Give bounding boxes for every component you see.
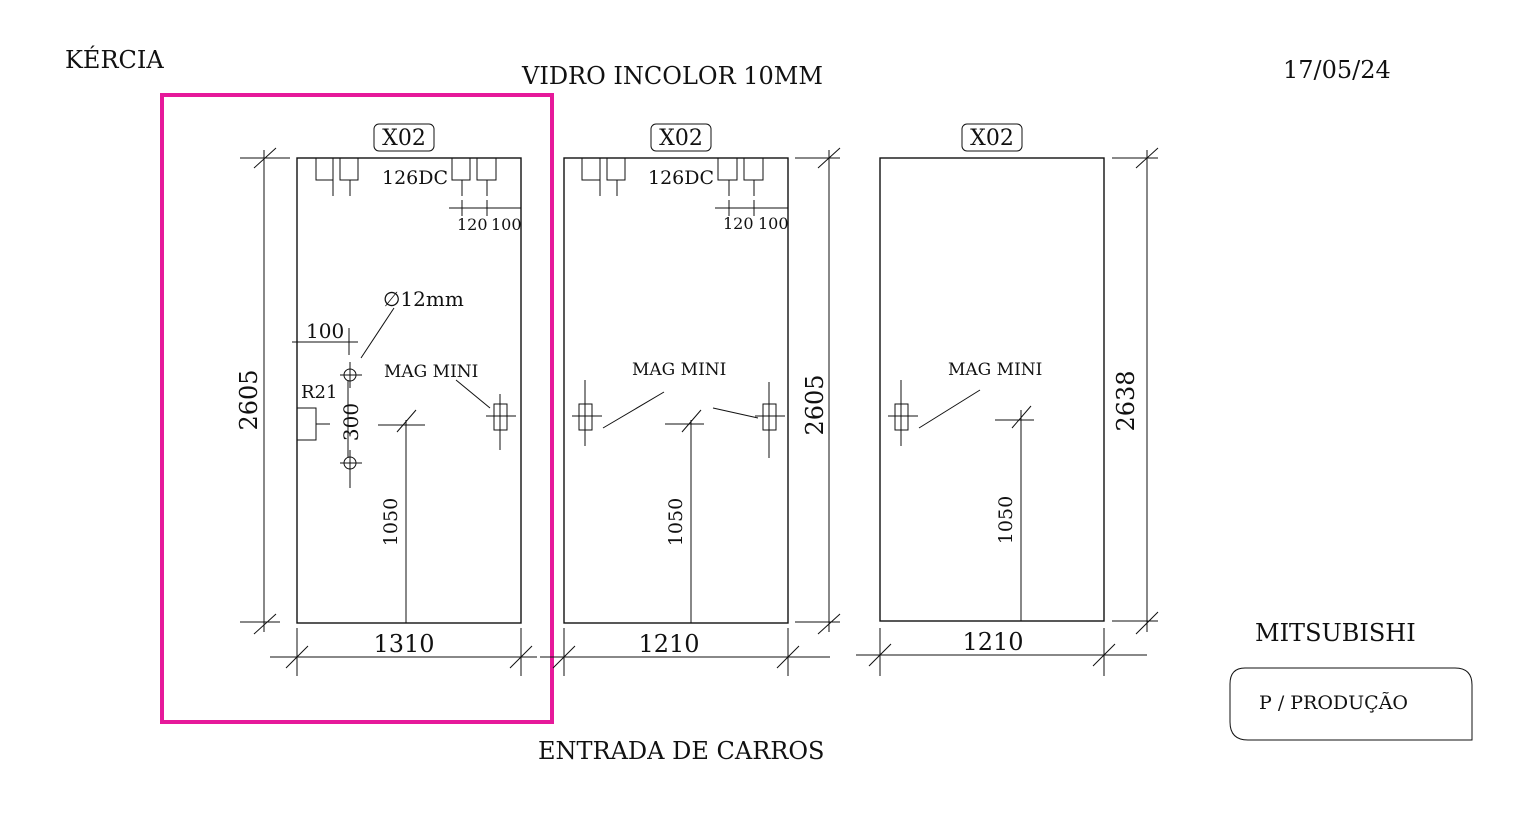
handle-height: 1050 bbox=[665, 498, 687, 546]
hole-bottom-icon bbox=[340, 450, 362, 488]
width-dimension-line bbox=[270, 628, 537, 676]
top-fitting-right bbox=[451, 158, 497, 196]
magnet-icon bbox=[486, 394, 516, 450]
brand-label: MITSUBISHI bbox=[1255, 619, 1416, 647]
handle-height-line bbox=[995, 405, 1034, 621]
mag-mini-label: MAG MINI bbox=[948, 360, 1042, 380]
panel-height: 2605 bbox=[235, 369, 263, 430]
offset-dimension: 100 bbox=[306, 319, 344, 343]
panel-code: X02 bbox=[659, 126, 703, 151]
small-dimension-line bbox=[715, 200, 788, 216]
panel-code-box bbox=[961, 123, 1023, 152]
small-dimension-line bbox=[449, 200, 521, 216]
dim-120: 120 bbox=[457, 215, 488, 234]
top-fitting-left bbox=[581, 158, 626, 196]
handle-height: 1050 bbox=[380, 498, 402, 546]
offset-line bbox=[292, 328, 358, 355]
panel-code-box bbox=[373, 123, 435, 152]
magnet-icon bbox=[888, 380, 918, 446]
production-stamp: P / PRODUÇÃO bbox=[1259, 692, 1408, 714]
selection-highlight bbox=[160, 93, 554, 724]
installation-caption: ENTRADA DE CARROS bbox=[538, 737, 824, 765]
glass-outline bbox=[563, 157, 789, 624]
handle-height: 1050 bbox=[995, 496, 1017, 544]
hole-leader bbox=[360, 307, 395, 359]
panel-height: 2605 bbox=[801, 374, 829, 435]
glass-panel-1: X02 126DC 120 100 ∅12mm 100 300 R21 MAG bbox=[235, 123, 537, 676]
magnet-icon-right bbox=[755, 382, 785, 458]
mag-leader bbox=[455, 379, 491, 409]
drawing-date: 17/05/24 bbox=[1283, 56, 1391, 84]
hole-spacing: 300 bbox=[339, 403, 363, 441]
panel-width: 1310 bbox=[373, 630, 434, 658]
top-fitting-right bbox=[717, 158, 764, 196]
glass-panel-3: X02 MAG MINI 1050 2638 1210 bbox=[856, 123, 1159, 676]
mag-mini-label: MAG MINI bbox=[384, 362, 478, 382]
glass-outline bbox=[296, 157, 522, 624]
handle-height-line bbox=[665, 409, 704, 623]
radius-label: R21 bbox=[301, 382, 337, 403]
hole-top-icon bbox=[340, 362, 362, 388]
top-fitting-left bbox=[315, 158, 359, 196]
handle-height-line bbox=[378, 409, 425, 623]
mag-mini-label: MAG MINI bbox=[632, 360, 726, 380]
height-dimension-line bbox=[1112, 147, 1159, 635]
mag-leader bbox=[918, 389, 981, 429]
glass-outline bbox=[879, 157, 1105, 622]
dim-100: 100 bbox=[758, 214, 789, 233]
dim-120: 120 bbox=[723, 214, 754, 233]
panel-width: 1210 bbox=[962, 628, 1023, 656]
glass-panel-2: X02 126DC 120 100 MAG MINI 1050 2605 121… bbox=[540, 123, 841, 676]
glass-spec-title: VIDRO INCOLOR 10MM bbox=[521, 62, 823, 90]
height-dimension-line bbox=[240, 147, 290, 635]
panel-code: X02 bbox=[382, 126, 426, 151]
width-dimension-line bbox=[856, 628, 1147, 676]
top-fitting-label: 126DC bbox=[648, 167, 714, 189]
magnet-icon-left bbox=[572, 380, 602, 446]
radius-notch bbox=[297, 407, 330, 441]
client-name: KÉRCIA bbox=[65, 45, 164, 74]
panel-width: 1210 bbox=[638, 630, 699, 658]
height-dimension-line bbox=[795, 147, 841, 635]
hole-diameter-label: ∅12mm bbox=[383, 287, 464, 311]
width-dimension-line bbox=[540, 628, 830, 676]
mag-leader bbox=[602, 391, 759, 429]
panel-code-box bbox=[650, 123, 712, 152]
panel-height: 2638 bbox=[1112, 370, 1140, 431]
panel-code: X02 bbox=[970, 126, 1014, 151]
dim-100: 100 bbox=[491, 215, 522, 234]
top-fitting-label: 126DC bbox=[382, 167, 448, 189]
production-stamp-box bbox=[1229, 667, 1473, 741]
